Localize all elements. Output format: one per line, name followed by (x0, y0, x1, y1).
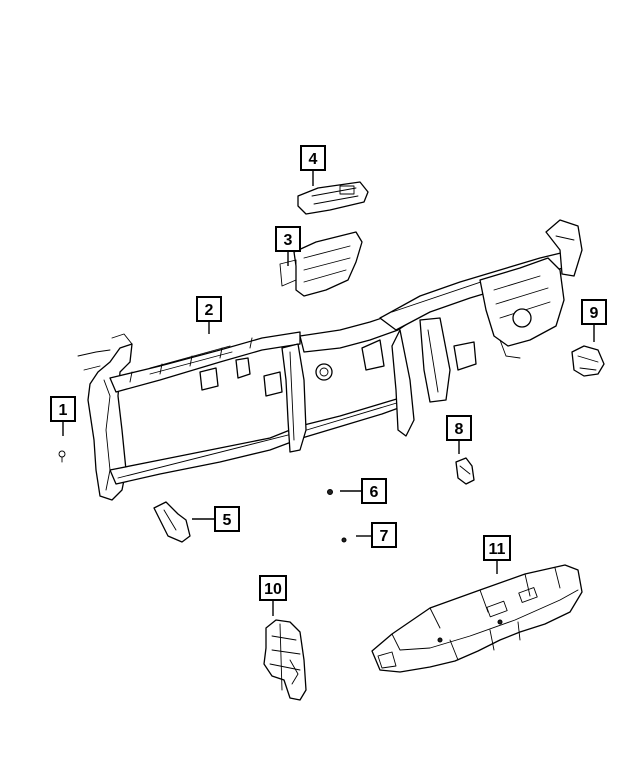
callout-5-label: 5 (223, 512, 232, 529)
callout-3-label: 3 (284, 232, 293, 249)
part-7-fastener (341, 537, 347, 543)
callout-2: 2 (196, 296, 222, 322)
part-6-fastener (327, 489, 333, 495)
callout-9: 9 (581, 299, 607, 325)
callout-6-label: 6 (370, 484, 379, 501)
callout-3: 3 (275, 226, 301, 252)
part-8-clip (455, 457, 475, 485)
callout-7-label: 7 (380, 528, 389, 545)
part-11-lower-panel (371, 564, 583, 673)
callout-5: 5 (214, 506, 240, 532)
callout-6: 6 (361, 478, 387, 504)
callout-4: 4 (300, 145, 326, 171)
part-5-bracket (153, 501, 191, 543)
callout-8: 8 (446, 415, 472, 441)
leader-lines (62, 171, 595, 616)
callout-9-label: 9 (590, 305, 599, 322)
part-4-bracket (297, 181, 369, 215)
part-9-bracket (571, 345, 605, 377)
callout-1-label: 1 (59, 402, 68, 419)
callout-1: 1 (50, 396, 76, 422)
callout-8-label: 8 (455, 421, 464, 438)
callout-7: 7 (371, 522, 397, 548)
callout-4-label: 4 (309, 151, 318, 168)
callout-2-label: 2 (205, 302, 214, 319)
callout-10-label: 10 (264, 581, 282, 598)
part-3-bracket (279, 231, 363, 297)
dash-frame-assembly (77, 219, 583, 501)
part-1-bolt (58, 450, 66, 463)
callout-11: 11 (483, 535, 511, 561)
callout-10: 10 (259, 575, 287, 601)
part-10-bracket (263, 619, 307, 701)
callout-11-label: 11 (489, 541, 506, 558)
